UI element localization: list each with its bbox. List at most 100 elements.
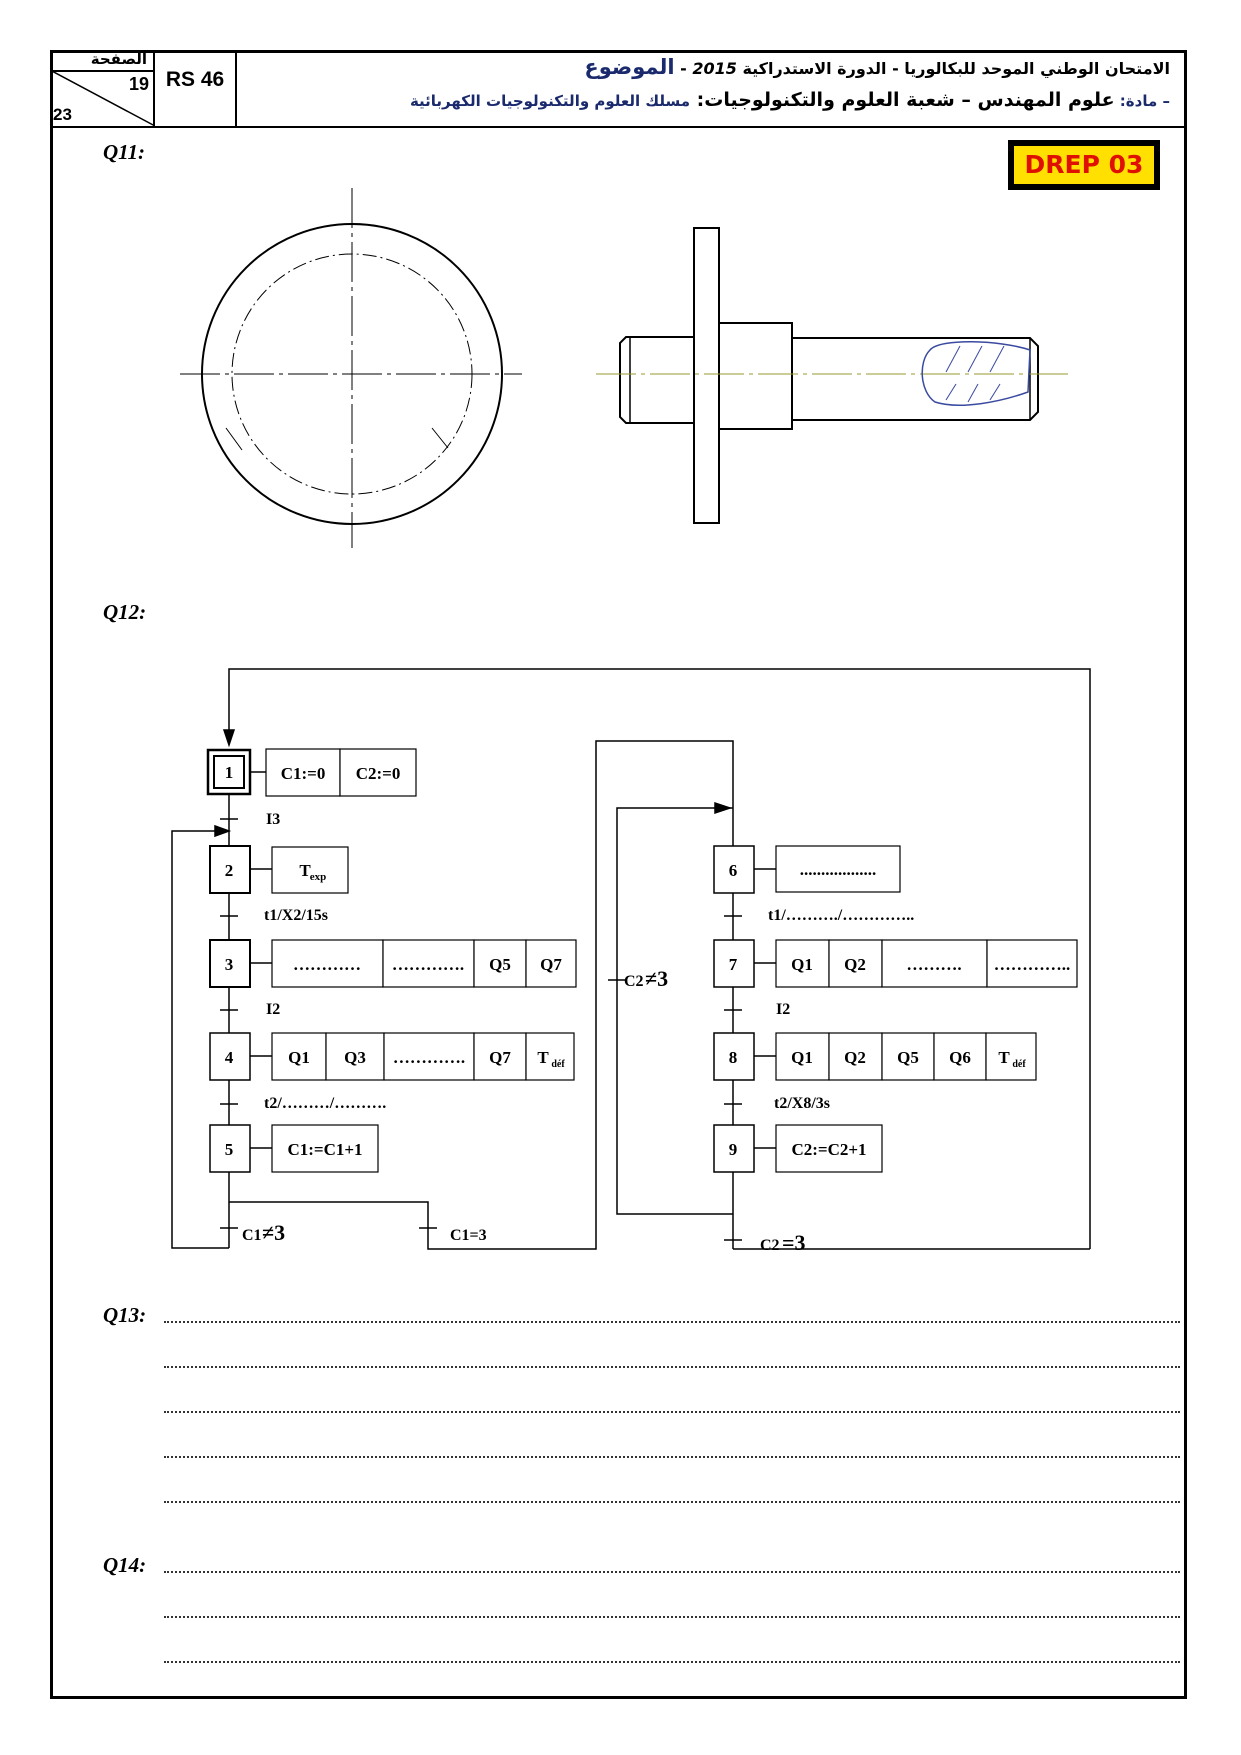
subject-word: الموضوع	[584, 55, 675, 79]
question-q11-label: Q11:	[103, 140, 145, 164]
action-3-a: …………	[293, 955, 361, 974]
action-8-sub: déf	[1012, 1059, 1026, 1070]
step-3-number: 3	[225, 955, 234, 974]
action-4-sub: déf	[551, 1059, 565, 1070]
page-current: 19	[128, 74, 149, 94]
action-1-b: C2:=0	[356, 764, 401, 783]
answer-line-q13-3[interactable]	[164, 1393, 1180, 1413]
transition-6-7: t1/………./…………..	[768, 907, 914, 924]
grafcet-steps	[206, 748, 755, 1173]
exam-session: الامتحان الوطني الموحد للبكالوريا - الدو…	[736, 59, 1170, 78]
transition-9-loop-op: ≠3	[645, 966, 668, 991]
subject-prefix: – مادة:	[1114, 92, 1170, 110]
page-label: الصفحة	[90, 50, 147, 68]
page-total: 23	[53, 105, 72, 124]
step-4-number: 4	[225, 1048, 234, 1067]
step-9-box	[713, 1124, 755, 1173]
step-2-number: 2	[225, 861, 234, 880]
exam-title: الامتحان الوطني الموحد للبكالوريا - الدو…	[250, 52, 1170, 117]
step-5-box	[209, 1124, 251, 1173]
step-6-number: 6	[729, 861, 738, 880]
answer-line-q14-3[interactable]	[164, 1643, 1180, 1663]
action-3-b: ………….	[392, 955, 464, 974]
action-5-a: C1:=C1+1	[287, 1140, 362, 1159]
step-9-number: 9	[729, 1140, 738, 1159]
transition-4-5: t2/………/……….	[264, 1095, 386, 1112]
action-8-d: Q6	[949, 1048, 971, 1067]
page-frame	[50, 50, 1187, 1699]
action-7-d: …………..	[994, 955, 1071, 974]
step-1-number: 1	[225, 763, 234, 782]
action-4-d: Q7	[489, 1048, 511, 1067]
transition-5-exit: C1=3	[450, 1227, 487, 1244]
answer-line-q13-5[interactable]	[164, 1483, 1180, 1503]
step-7-number: 7	[729, 955, 738, 974]
action-8-a: Q1	[791, 1048, 813, 1067]
step-3-box	[209, 939, 251, 988]
drep-label: DREP 03	[1014, 146, 1154, 184]
title-dash: -	[674, 59, 693, 78]
exam-year: 2015	[692, 59, 737, 78]
subject-name: علوم المهندس	[977, 89, 1115, 111]
grafcet-links	[171, 668, 1091, 1250]
transition-7-8: I2	[776, 1001, 790, 1018]
action-2-sub: exp	[310, 871, 327, 883]
question-q14-label: Q14:	[103, 1553, 147, 1577]
side-view	[596, 227, 1070, 524]
track-name: مسلك العلوم والتكنولوجيات الكهربائية	[409, 92, 691, 110]
transition-9-exit-op: =3	[782, 1230, 806, 1255]
transition-2-3: t1/X2/15s	[264, 907, 328, 924]
action-4-b: Q3	[344, 1048, 366, 1067]
front-view	[180, 188, 522, 548]
answer-line-q13-2[interactable]	[164, 1348, 1180, 1368]
transition-5-loop: C1	[242, 1227, 262, 1244]
answer-line-q14-2[interactable]	[164, 1598, 1180, 1618]
exam-title-line1: الامتحان الوطني الموحد للبكالوريا - الدو…	[250, 52, 1170, 84]
page-box-diagonal	[50, 70, 153, 126]
step-6-box	[713, 845, 755, 894]
action-8-c: Q5	[897, 1048, 919, 1067]
exam-title-line2: – مادة: علوم المهندس – شعبة العلوم والتك…	[250, 84, 1170, 117]
answer-line-q13-4[interactable]	[164, 1438, 1180, 1458]
action-3-d: Q7	[540, 955, 562, 974]
question-q13-label: Q13:	[103, 1303, 147, 1327]
transition-1-2: I3	[266, 811, 280, 828]
exam-code: RS 46	[155, 50, 237, 126]
step-5-number: 5	[225, 1140, 234, 1159]
transition-8-9: t2/X8/3s	[774, 1095, 830, 1112]
stream-name: – شعبة العلوم والتكنولوجيات:	[690, 89, 978, 111]
page-box-divider	[50, 70, 153, 72]
action-9-a: C2:=C2+1	[791, 1140, 866, 1159]
grafcet-action-labels: C1:=0 C2:=0 T exp ………… …………. Q5 Q7 Q1 Q3…	[281, 764, 1071, 1159]
action-2-t: T	[299, 861, 311, 880]
page-number-box: الصفحة 19 23	[50, 50, 155, 126]
action-8-t: T	[998, 1048, 1010, 1067]
action-1-a: C1:=0	[281, 764, 326, 783]
transition-3-4: I2	[266, 1001, 280, 1018]
step-7-box	[713, 939, 755, 988]
transition-9-loop: C2	[624, 973, 644, 990]
transition-9-exit: C2	[760, 1237, 780, 1254]
step-1-inner	[213, 755, 245, 789]
action-7-a: Q1	[791, 955, 813, 974]
step-4-box	[209, 1032, 251, 1081]
action-4-a: Q1	[288, 1048, 310, 1067]
action-7-b: Q2	[844, 955, 866, 974]
answer-line-q14-1[interactable]	[164, 1553, 1180, 1573]
grafcet-action-boxes	[265, 748, 1078, 1173]
step-8-box	[713, 1032, 755, 1081]
action-8-b: Q2	[844, 1048, 866, 1067]
answer-line-q13-1[interactable]	[164, 1303, 1180, 1323]
step-8-number: 8	[729, 1048, 738, 1067]
transition-5-loop-op: ≠3	[262, 1220, 285, 1245]
step-2-box	[209, 845, 251, 894]
drep-badge: DREP 03	[1008, 140, 1160, 190]
action-6-a: ..................	[800, 860, 877, 879]
exam-header: الصفحة 19 23 RS 46 الامتحان الوطني الموح…	[50, 50, 1187, 128]
action-4-c: ………….	[393, 1048, 465, 1067]
action-7-c: ……….	[906, 955, 961, 974]
grafcet-transition-labels: I3 t1/X2/15s I2 t2/………/………. C1 ≠3 C1=3 t…	[242, 811, 914, 1255]
question-q12-label: Q12:	[103, 600, 147, 624]
